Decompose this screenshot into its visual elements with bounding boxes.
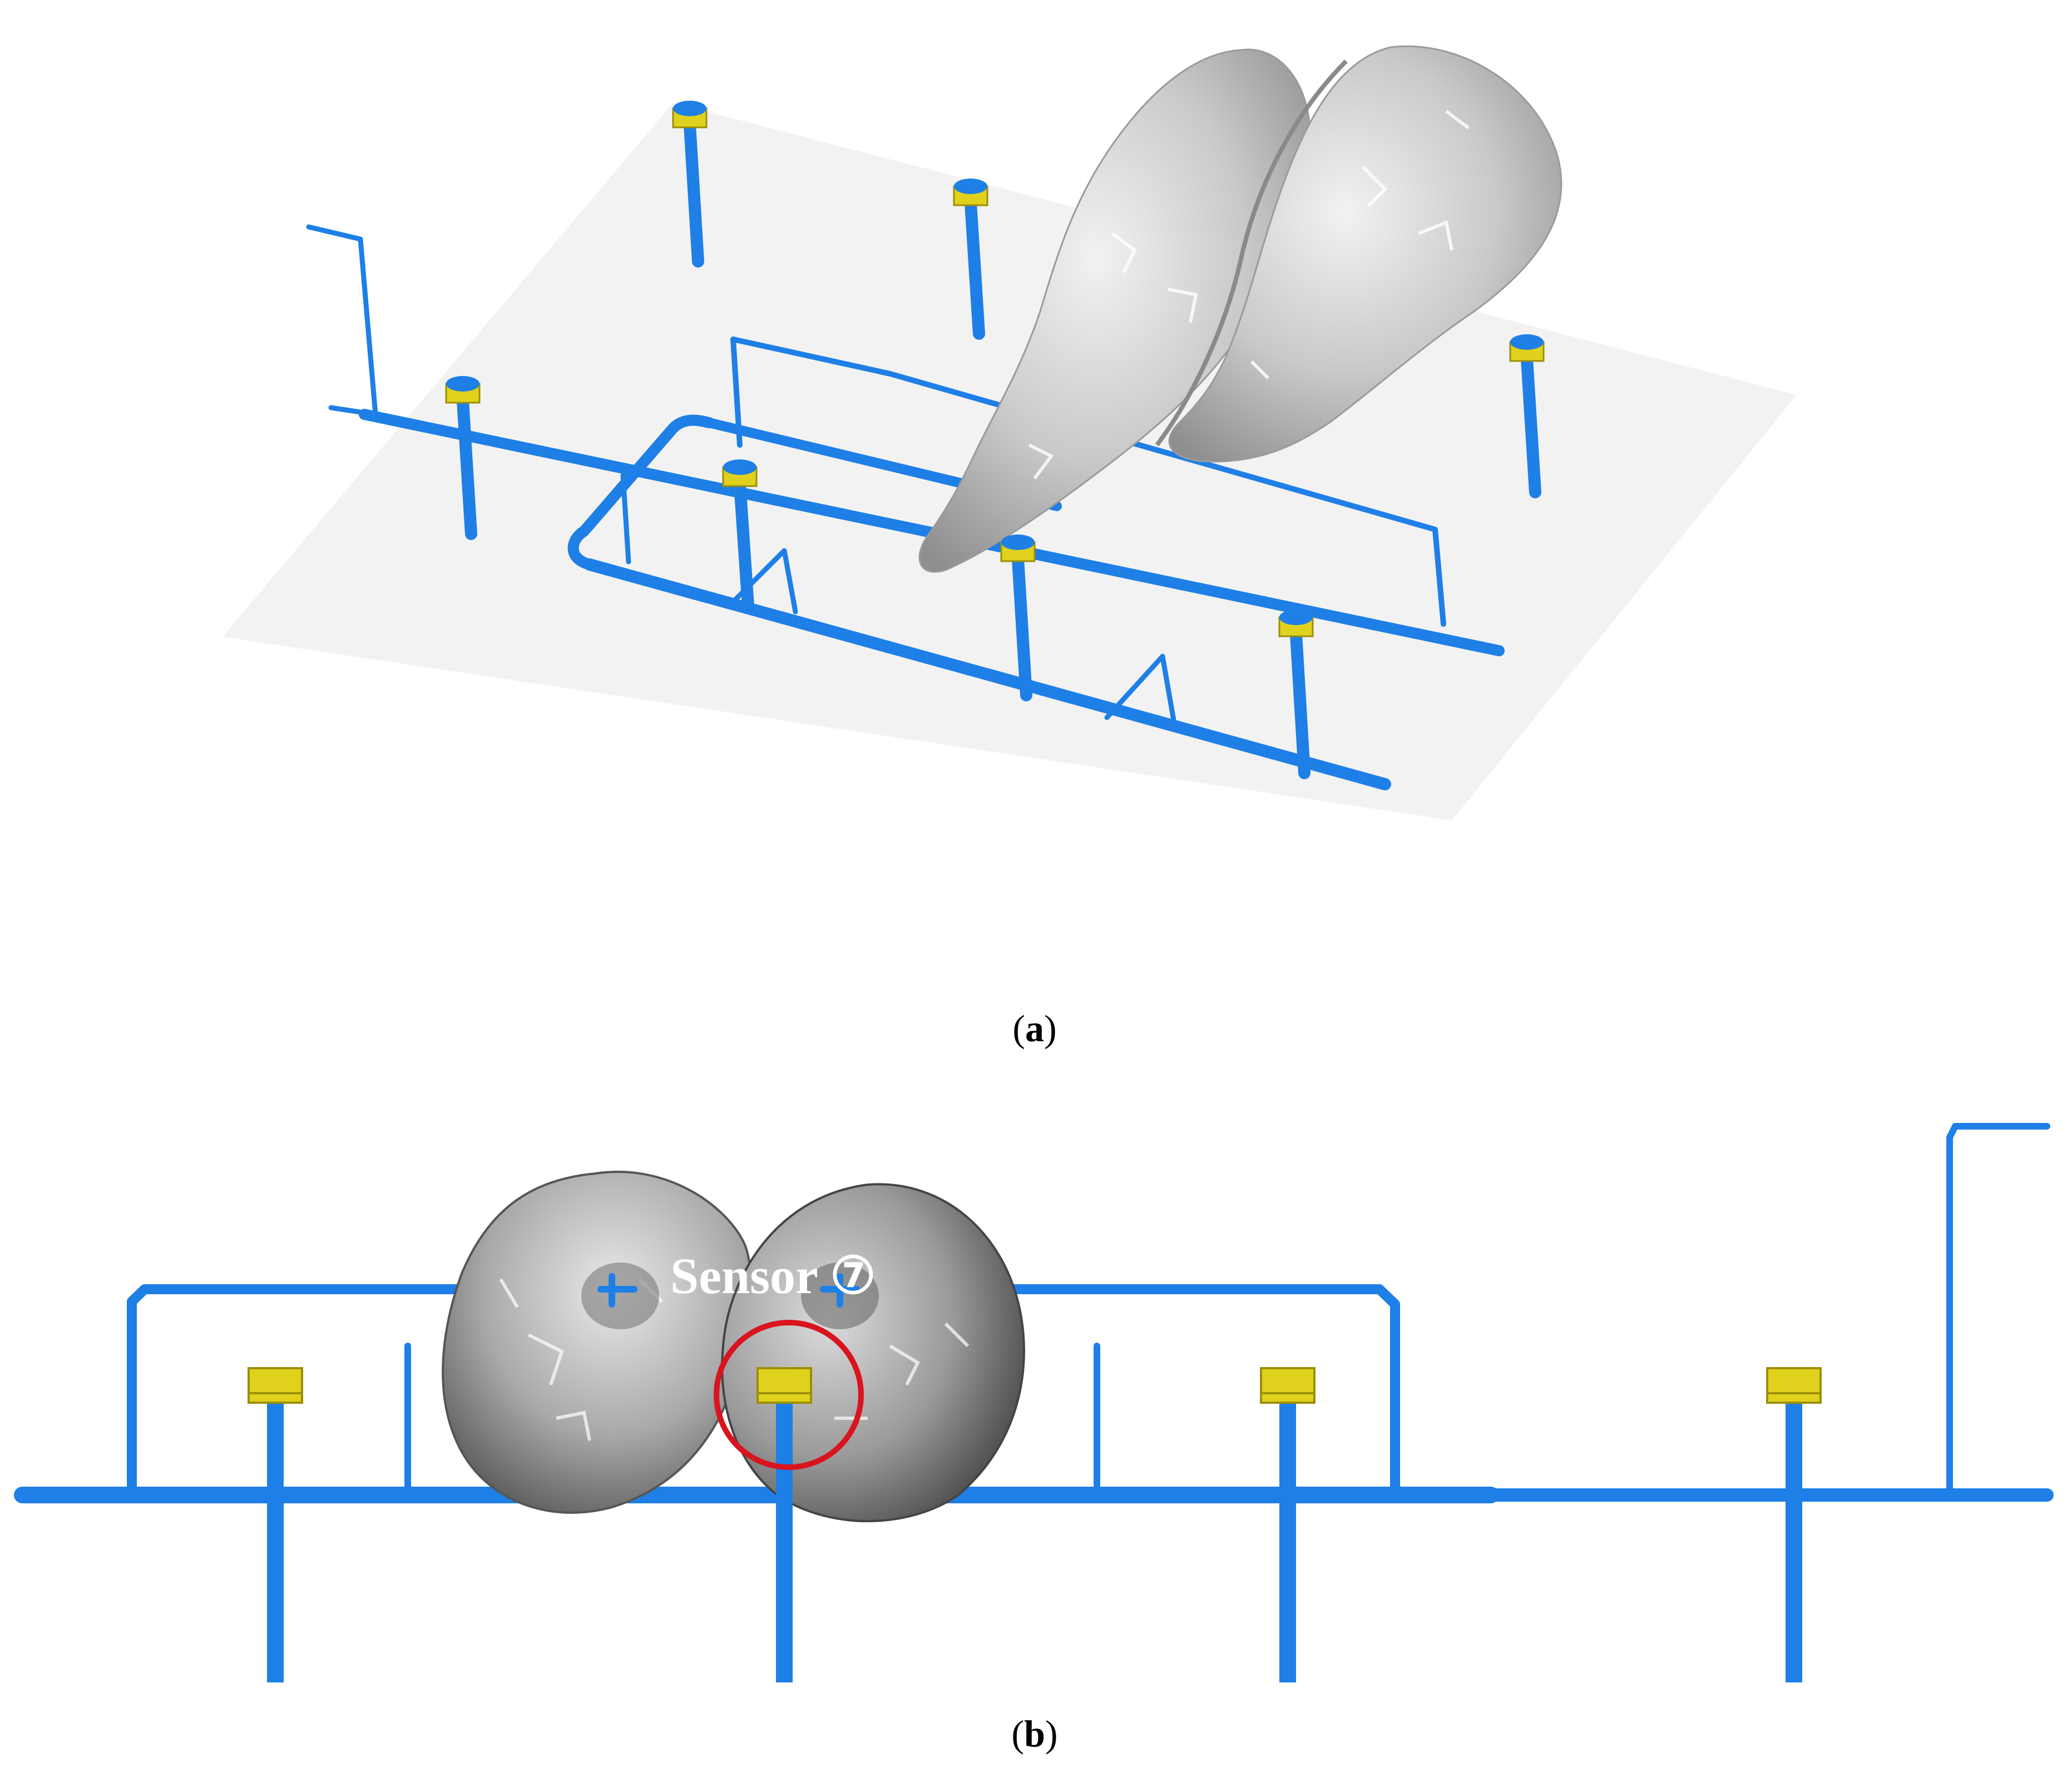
gas-plume-b xyxy=(442,1170,1025,1522)
sensor-post-a-6 xyxy=(1000,534,1036,701)
return-pipe xyxy=(730,336,1446,627)
riser-1 xyxy=(620,473,631,565)
sensor-post-a-2 xyxy=(953,179,988,340)
plume-a-crease xyxy=(1155,60,1348,447)
sensor-post-a-1 xyxy=(672,101,708,268)
plume-b-left xyxy=(442,1170,753,1514)
sensor-post-a-7 xyxy=(1278,610,1314,779)
inlet-pipe-b xyxy=(1946,1123,2050,1498)
sensor-post-a-5 xyxy=(722,459,758,612)
caption-a: (a) xyxy=(1012,1007,1056,1050)
main-pipe-bend xyxy=(567,414,715,570)
sensors-a xyxy=(445,101,1545,779)
plume-pipe-crosses xyxy=(597,1273,860,1308)
main-pipe-lower xyxy=(583,558,1391,790)
plume-b-left-center xyxy=(581,1263,659,1329)
gas-plume-a xyxy=(918,45,1562,573)
pipe-network-b xyxy=(14,1123,2054,1503)
panel-b: Sensor ⑦ xyxy=(14,1123,2054,1682)
sensor-post-b-4 xyxy=(1766,1367,1822,1682)
sensor-post-b-1 xyxy=(248,1367,303,1682)
plume-a-texture xyxy=(1028,110,1470,479)
plume-a-right xyxy=(1168,45,1562,463)
riser-3 xyxy=(1104,654,1176,723)
sensors-b xyxy=(248,1367,1822,1682)
sensor-post-a-3 xyxy=(1509,334,1545,498)
sensor-post-b-2 xyxy=(756,1367,812,1682)
loop-pipe-right-b xyxy=(913,1284,1400,1500)
plume-b-right xyxy=(721,1183,1025,1522)
caption-b: (b) xyxy=(1011,1712,1057,1755)
inlet-pipe xyxy=(306,224,378,417)
sensor-7-highlight-circle xyxy=(714,1320,864,1470)
sensor-post-b-3 xyxy=(1260,1367,1316,1682)
sensor-post-a-4 xyxy=(445,376,481,540)
sensor-7-label: Sensor ⑦ xyxy=(670,1248,876,1304)
panel-a xyxy=(222,45,1797,820)
